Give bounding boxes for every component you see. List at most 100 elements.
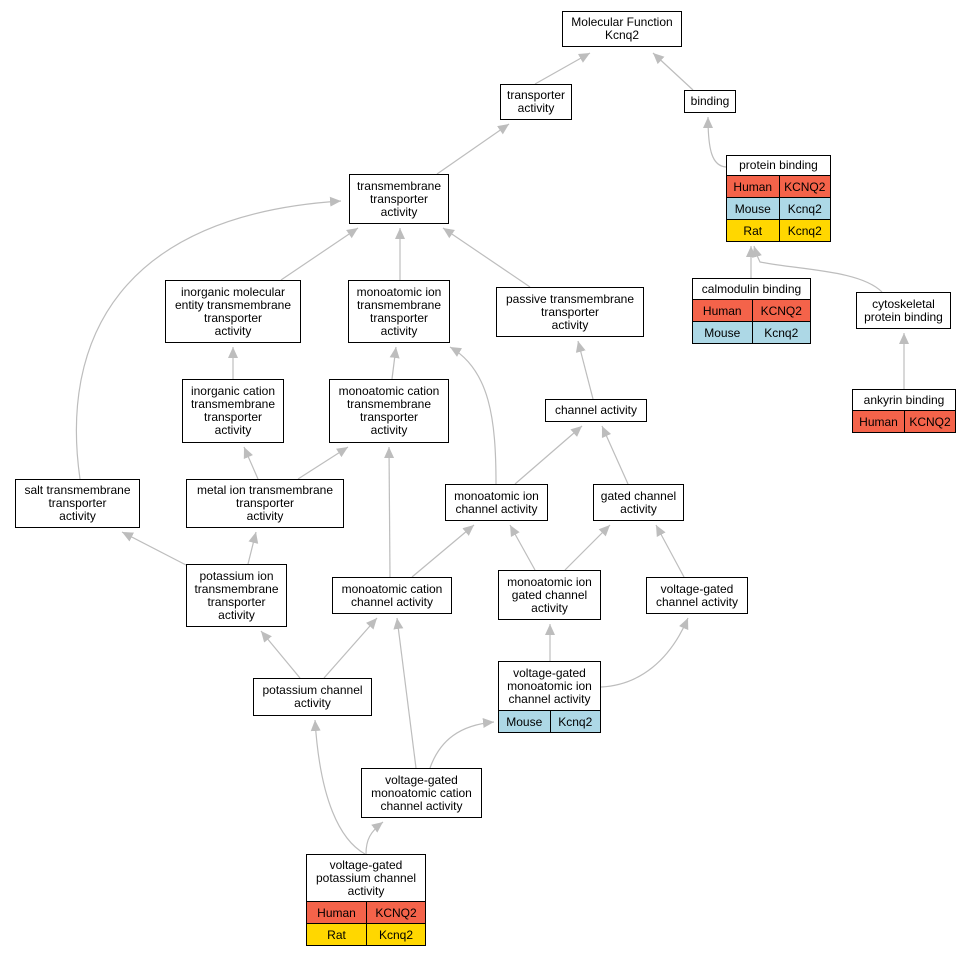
node-inorganic-molecular-entity-tmt[interactable]: inorganic molecular entity transmembrane… — [165, 280, 301, 343]
edge-mono-cat-ch-to-mono-ion-ch — [411, 524, 475, 578]
annotation-row-mouse: Mouse Kcnq2 — [693, 321, 810, 343]
node-salt-tmt[interactable]: salt transmembrane transporter activity — [15, 479, 140, 528]
edge-tmt-to-transporter — [436, 123, 510, 175]
node-monoatomic-ion-tmt[interactable]: monoatomic ion transmembrane transporter… — [348, 280, 450, 343]
node-protein-binding[interactable]: protein binding Human KCNQ2 Mouse Kcnq2 … — [726, 155, 831, 242]
node-label: potassium channel activity — [262, 683, 363, 710]
edge-passive-to-tmt — [442, 227, 531, 288]
node-voltage-gated-monoatomic-ion-channel[interactable]: voltage-gated monoatomic ion channel act… — [498, 661, 601, 733]
annotation-row-human: Human KCNQ2 — [727, 175, 830, 197]
edge-salt-to-tmt — [75, 196, 342, 480]
node-monoatomic-ion-channel[interactable]: monoatomic ion channel activity — [445, 484, 548, 521]
node-monoatomic-ion-gated-channel[interactable]: monoatomic ion gated channel activity — [498, 570, 601, 620]
node-label: transmembrane transporter activity — [356, 178, 442, 219]
edge-binding-to-mf — [652, 52, 694, 91]
gene-label: KCNQ2 — [904, 411, 955, 432]
annotation-row-human: Human KCNQ2 — [693, 299, 810, 321]
gene-label: Kcnq2 — [778, 198, 831, 219]
node-transporter-activity[interactable]: transporter activity — [500, 84, 572, 120]
species-label: Human — [733, 179, 773, 194]
edge-k-ch-to-k-ion-tmt — [260, 630, 301, 679]
edge-protein-binding-to-binding — [703, 116, 727, 168]
annotation-row-mouse: Mouse Kcnq2 — [727, 197, 830, 219]
edge-vg-mono-ion-to-vg-ch — [600, 617, 689, 688]
edge-mono-cat-ch-to-mono-cat-tmt — [384, 446, 395, 578]
node-label: monoatomic cation transmembrane transpor… — [338, 384, 440, 437]
gene-label: Kcnq2 — [778, 220, 831, 241]
edge-mono-cat-tmt-to-mono-ion-tmt — [389, 346, 400, 380]
edge-mono-ion-gated-to-mono-ion-ch — [509, 524, 536, 571]
gene-label: KCNQ2 — [366, 902, 425, 923]
node-label: monoatomic ion gated channel activity — [507, 574, 592, 615]
node-label: transporter activity — [506, 88, 566, 115]
node-label: channel activity — [554, 403, 638, 417]
node-channel-activity[interactable]: channel activity — [545, 399, 647, 422]
species-label: Mouse — [734, 201, 771, 216]
node-molecular-function[interactable]: Molecular Function Kcnq2 — [562, 11, 682, 47]
edge-mono-ion-gated-to-gated-ch — [564, 524, 611, 571]
edge-inorg-mol-to-tmt — [280, 227, 359, 281]
edge-gated-ch-to-channel — [601, 425, 629, 485]
node-label: protein binding — [739, 158, 818, 172]
node-label: inorganic molecular entity transmembrane… — [174, 284, 292, 338]
node-voltage-gated-monoatomic-cation-channel[interactable]: voltage-gated monoatomic cation channel … — [361, 768, 482, 818]
gene-label: Kcnq2 — [366, 924, 425, 945]
species-label: Rat — [327, 927, 346, 942]
node-label: inorganic cation transmembrane transport… — [190, 384, 276, 437]
node-label: monoatomic ion channel activity — [454, 488, 539, 516]
species-label: Human — [317, 905, 356, 920]
node-label: gated channel activity — [600, 488, 677, 516]
edge-vg-k-to-k-ch — [310, 719, 366, 855]
node-label: monoatomic ion transmembrane transporter… — [356, 284, 442, 338]
edge-k-ch-to-mono-cat-ch — [323, 617, 378, 679]
node-label: binding — [690, 94, 730, 108]
node-binding[interactable]: binding — [684, 90, 736, 113]
annotation-row-mouse: Mouse Kcnq2 — [499, 710, 600, 732]
edge-cytoskeletal-to-protein-binding — [752, 245, 883, 293]
node-inorganic-cation-tmt[interactable]: inorganic cation transmembrane transport… — [182, 379, 284, 443]
annotation-row-rat: Rat Kcnq2 — [307, 923, 425, 945]
gene-label: KCNQ2 — [751, 300, 811, 321]
node-monoatomic-cation-tmt[interactable]: monoatomic cation transmembrane transpor… — [329, 379, 449, 443]
node-cytoskeletal-protein-binding[interactable]: cytoskeletal protein binding — [856, 292, 951, 329]
node-transmembrane-transporter-activity[interactable]: transmembrane transporter activity — [349, 174, 449, 224]
node-label: ankyrin binding — [863, 392, 945, 407]
edge-k-ion-tmt-to-metal — [247, 531, 259, 565]
species-label: Human — [702, 303, 742, 318]
node-monoatomic-cation-channel[interactable]: monoatomic cation channel activity — [332, 577, 452, 614]
species-label: Human — [859, 414, 898, 429]
node-label: calmodulin binding — [701, 281, 802, 296]
node-potassium-channel[interactable]: potassium channel activity — [253, 678, 372, 716]
node-label: potassium ion transmembrane transporter … — [194, 568, 279, 622]
edge-vg-k-to-vg-mono-cat — [365, 821, 384, 855]
node-metal-ion-tmt[interactable]: metal ion transmembrane transporter acti… — [186, 479, 344, 528]
annotation-row-human: Human KCNQ2 — [853, 410, 955, 432]
node-voltage-gated-potassium-channel[interactable]: voltage-gated potassium channel activity… — [306, 854, 426, 946]
edge-k-ion-tmt-to-salt — [121, 531, 187, 566]
node-calmodulin-binding[interactable]: calmodulin binding Human KCNQ2 Mouse Kcn… — [692, 278, 811, 344]
node-label: voltage-gated monoatomic cation channel … — [371, 772, 472, 813]
node-label: cytoskeletal protein binding — [864, 296, 943, 324]
edge-metal-to-mono-cat-tmt — [297, 446, 349, 480]
species-label: Mouse — [704, 325, 741, 340]
edge-vg-ch-to-gated-ch — [655, 524, 685, 578]
edge-channel-to-passive — [575, 340, 594, 400]
edge-metal-to-inorg-cat — [243, 446, 259, 480]
node-label: salt transmembrane transporter activity — [24, 483, 131, 523]
node-passive-tmt[interactable]: passive transmembrane transporter activi… — [496, 287, 644, 337]
edge-mono-ion-ch-to-channel — [514, 425, 583, 485]
edge-vg-mono-cat-to-mono-cat-ch — [393, 617, 417, 769]
node-potassium-ion-tmt[interactable]: potassium ion transmembrane transporter … — [186, 564, 287, 627]
node-ankyrin-binding[interactable]: ankyrin binding Human KCNQ2 — [852, 389, 956, 433]
species-label: Mouse — [506, 714, 543, 729]
node-label: metal ion transmembrane transporter acti… — [196, 483, 334, 523]
edge-mono-ion-ch-to-mono-ion-tmt — [449, 346, 497, 485]
annotation-row-human: Human KCNQ2 — [307, 901, 425, 923]
node-label: monoatomic cation channel activity — [341, 581, 443, 609]
edge-transporter-to-mf — [534, 52, 591, 85]
gene-label: Kcnq2 — [751, 322, 811, 343]
species-label: Rat — [743, 223, 763, 238]
gene-label: KCNQ2 — [778, 176, 831, 197]
node-gated-channel[interactable]: gated channel activity — [593, 484, 684, 521]
node-voltage-gated-channel[interactable]: voltage-gated channel activity — [646, 577, 748, 614]
